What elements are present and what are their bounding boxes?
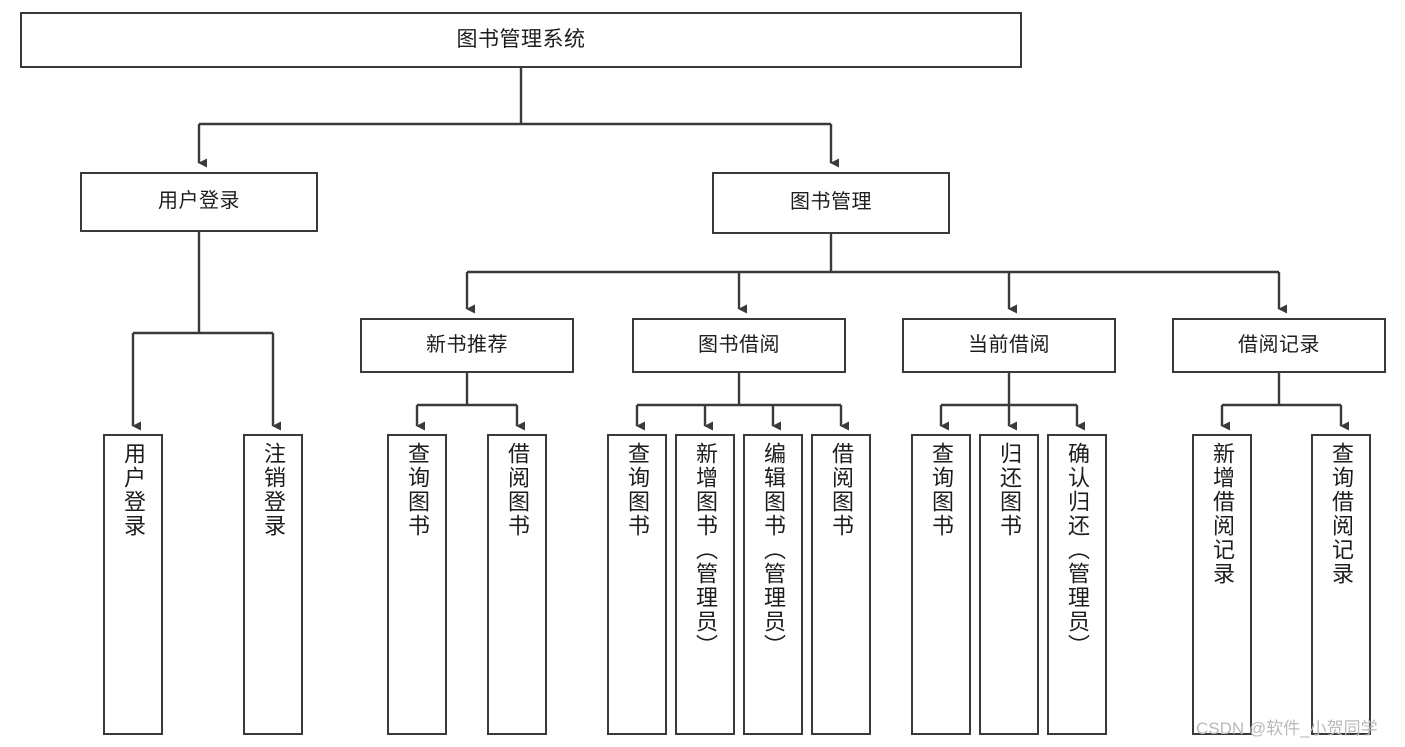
node-leaf-add-record-label: 新增借阅记录 xyxy=(1209,442,1235,586)
node-leaf-query-record[interactable]: 查询借阅记录 xyxy=(1311,434,1371,735)
node-leaf-query-record-label: 查询借阅记录 xyxy=(1328,442,1354,586)
node-leaf-query-book-2-label: 查询图书 xyxy=(624,442,650,538)
node-leaf-edit-book-label: 编辑图书（管理员） xyxy=(760,442,786,658)
node-leaf-add-book-label: 新增图书（管理员） xyxy=(692,442,718,658)
node-leaf-query-book-2[interactable]: 查询图书 xyxy=(607,434,667,735)
node-leaf-add-record[interactable]: 新增借阅记录 xyxy=(1192,434,1252,735)
node-book-borrow[interactable]: 图书借阅 xyxy=(632,318,846,373)
node-root[interactable]: 图书管理系统 xyxy=(20,12,1022,68)
node-leaf-user-login[interactable]: 用户登录 xyxy=(103,434,163,735)
node-new-book-recommend-label: 新书推荐 xyxy=(426,333,508,356)
node-leaf-add-book[interactable]: 新增图书（管理员） xyxy=(675,434,735,735)
node-borrow-record-label: 借阅记录 xyxy=(1238,333,1320,356)
node-leaf-query-book-3[interactable]: 查询图书 xyxy=(911,434,971,735)
node-leaf-return-book[interactable]: 归还图书 xyxy=(979,434,1039,735)
node-leaf-borrow-book-2[interactable]: 借阅图书 xyxy=(811,434,871,735)
node-leaf-return-book-label: 归还图书 xyxy=(996,442,1022,538)
node-leaf-query-book-1[interactable]: 查询图书 xyxy=(387,434,447,735)
node-borrow-record[interactable]: 借阅记录 xyxy=(1172,318,1386,373)
node-book-manage-label: 图书管理 xyxy=(790,191,872,214)
node-leaf-borrow-book-1[interactable]: 借阅图书 xyxy=(487,434,547,735)
node-book-borrow-label: 图书借阅 xyxy=(698,333,780,356)
node-leaf-user-logout[interactable]: 注销登录 xyxy=(243,434,303,735)
node-current-borrow-label: 当前借阅 xyxy=(968,333,1050,356)
node-leaf-confirm-return[interactable]: 确认归还（管理员） xyxy=(1047,434,1107,735)
node-leaf-query-book-1-label: 查询图书 xyxy=(404,442,430,538)
node-leaf-query-book-3-label: 查询图书 xyxy=(928,442,954,538)
node-leaf-borrow-book-2-label: 借阅图书 xyxy=(828,442,854,538)
node-user-login[interactable]: 用户登录 xyxy=(80,172,318,232)
node-leaf-edit-book[interactable]: 编辑图书（管理员） xyxy=(743,434,803,735)
node-leaf-borrow-book-1-label: 借阅图书 xyxy=(504,442,530,538)
node-user-login-label: 用户登录 xyxy=(158,190,240,213)
node-current-borrow[interactable]: 当前借阅 xyxy=(902,318,1116,373)
node-root-label: 图书管理系统 xyxy=(456,27,586,51)
node-new-book-recommend[interactable]: 新书推荐 xyxy=(360,318,574,373)
node-leaf-user-logout-label: 注销登录 xyxy=(260,442,286,538)
node-leaf-user-login-label: 用户登录 xyxy=(120,442,146,538)
node-leaf-confirm-return-label: 确认归还（管理员） xyxy=(1064,442,1090,658)
node-book-manage[interactable]: 图书管理 xyxy=(712,172,950,234)
